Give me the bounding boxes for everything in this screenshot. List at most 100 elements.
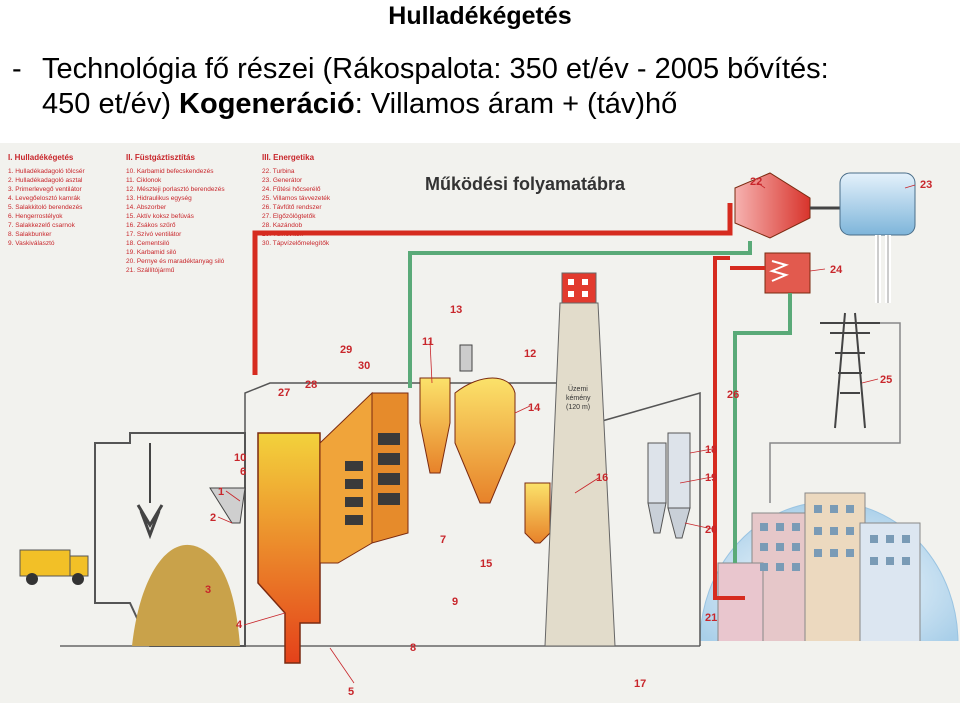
callout-17: 17 — [634, 678, 646, 690]
bullet-line-1: -Technológia fő részei (Rákospalota: 350… — [12, 52, 952, 87]
callout-23: 23 — [920, 179, 932, 191]
legend-item: 26. Távfűtő rendszer — [262, 204, 322, 211]
legend-item: 1. Hulladékadagoló tölcsér — [8, 168, 85, 175]
callout-25: 25 — [880, 374, 892, 386]
legend-item: 12. Mészteji porlasztó berendezés — [126, 186, 225, 193]
callout-5: 5 — [348, 686, 354, 698]
legend-item: 28. Kazándob — [262, 222, 303, 229]
process-diagram-svg: I. Hulladékégetés 1. Hulladékadagoló töl… — [0, 143, 960, 703]
hydraulic-unit — [459, 344, 473, 372]
generator — [839, 172, 916, 236]
leader-lines — [217, 182, 916, 684]
legend-item: 19. Karbamid siló — [126, 249, 177, 256]
legend-flue-gas-heading: II. Füstgáztisztítás — [126, 153, 195, 162]
callout-16: 16 — [596, 472, 608, 484]
legend-energy-heading: III. Energetika — [262, 153, 315, 162]
bullet-line-2-a: 450 et/év) — [42, 88, 180, 120]
legend-item: 25. Villamos távvezeték — [262, 195, 331, 202]
callout-24: 24 — [830, 264, 843, 276]
callout-15: 15 — [480, 558, 492, 570]
stack-label-2: kémény — [566, 395, 591, 402]
district-heating-return — [733, 293, 792, 563]
legend-item: 23. Generátor — [262, 177, 303, 184]
legend-item: 27. Elgőzölögtetők — [262, 213, 316, 220]
legend-item: 15. Aktív koksz befúvás — [126, 213, 195, 220]
district-heating-supply — [713, 256, 745, 600]
cyclone — [419, 377, 451, 474]
feedwater-line — [408, 241, 752, 388]
callout-6: 6 — [240, 466, 246, 478]
callout-1: 1 — [218, 486, 224, 498]
heat-exchanger-coil-icon — [769, 260, 789, 282]
callout-29: 29 — [340, 344, 352, 356]
callout-3: 3 — [205, 584, 211, 596]
apartment-block — [804, 492, 866, 644]
legend-item: 18. Cementsiló — [126, 240, 170, 247]
silos — [647, 432, 691, 539]
callout-28: 28 — [305, 379, 317, 391]
legend-item: 6. Hengerrostélyok — [8, 213, 63, 220]
bullet-line-2-b: : Villamos áram + (táv)hő — [354, 88, 678, 120]
callout-13: 13 — [450, 304, 462, 316]
callout-12: 12 — [524, 348, 536, 360]
legend-incineration-heading: I. Hulladékégetés — [8, 153, 74, 162]
callout-11: 11 — [422, 336, 434, 348]
callout-14: 14 — [528, 402, 541, 414]
bullet-keyword: Kogeneráció — [179, 88, 355, 120]
callout-22: 22 — [750, 176, 762, 188]
legend-item: 16. Zsákos szűrő — [126, 222, 176, 229]
heat-exchanger — [764, 252, 811, 294]
city-buildings — [717, 492, 921, 644]
callout-27: 27 — [278, 387, 290, 399]
diagram-title: Működési folyamatábra — [425, 174, 626, 194]
legend-item: 9. Vaskiválasztó — [8, 240, 55, 247]
turbine — [734, 172, 811, 239]
legend-item: 22. Turbina — [262, 168, 295, 175]
boiler-pass-2 — [371, 392, 409, 544]
legend-item: 24. Fűtési hőcserélő — [262, 186, 321, 193]
boiler-tubes — [345, 433, 400, 525]
legend-item: 30. Tápvízelőmelegítők — [262, 240, 330, 247]
legend-item: 7. Salakkezelő csarnok — [8, 222, 76, 229]
callout-30: 30 — [358, 360, 370, 372]
waste-heap — [132, 544, 240, 646]
legend-item: 17. Szívó ventilátor — [126, 231, 182, 238]
legend-flue-gas: II. Füstgáztisztítás 10. Karbamid befecs… — [126, 153, 225, 274]
process-diagram: I. Hulladékégetés 1. Hulladékadagoló töl… — [0, 143, 960, 703]
legend-item: 3. Primerlevegő ventilátor — [8, 186, 83, 193]
legend-item: 20. Pernye és maradéktanyag siló — [126, 258, 225, 265]
legend-item: 2. Hulladékadagoló asztal — [8, 177, 83, 184]
slide-title: Hulladékégetés — [388, 2, 572, 30]
apartment-block — [717, 562, 764, 644]
stack-top-pattern — [568, 279, 588, 297]
stack-label-3: (120 m) — [566, 404, 590, 411]
callout-26: 26 — [727, 389, 739, 401]
legend-item: 11. Ciklonok — [126, 177, 162, 184]
legend-incineration: I. Hulladékégetés 1. Hulladékadagoló töl… — [8, 153, 85, 247]
callout-9: 9 — [452, 596, 458, 608]
legend-item: 10. Karbamid befecskendezés — [126, 168, 214, 175]
stack-label-1: Üzemi — [568, 385, 588, 393]
waste-truck-icon — [19, 549, 89, 585]
callout-8: 8 — [410, 642, 416, 654]
callout-18: 18 — [705, 444, 717, 456]
callout-10: 10 — [234, 452, 246, 464]
callout-4: 4 — [236, 619, 243, 631]
callout-20: 20 — [705, 524, 717, 536]
steam-line — [252, 203, 733, 375]
callout-19: 19 — [705, 472, 717, 484]
legend-item: 21. Szállítójármű — [126, 267, 175, 274]
legend-item: 14. Abszorber — [126, 204, 167, 211]
plant-building-roof — [559, 392, 701, 646]
power-pylon — [820, 312, 880, 429]
bullet-line-1-text: Technológia fő részei (Rákospalota: 350 … — [42, 53, 829, 85]
transmission-line — [769, 322, 901, 503]
callout-21: 21 — [705, 612, 717, 624]
stack-top — [561, 272, 597, 304]
bullet-text: -Technológia fő részei (Rákospalota: 350… — [12, 52, 952, 122]
bullet-dash: - — [12, 53, 22, 85]
legend-item: 4. Levegőelosztó kamrák — [8, 195, 81, 202]
legend-item: 13. Hidraulikus egység — [126, 195, 192, 202]
crane-grab-icon — [136, 504, 164, 540]
callout-2: 2 — [210, 512, 216, 524]
